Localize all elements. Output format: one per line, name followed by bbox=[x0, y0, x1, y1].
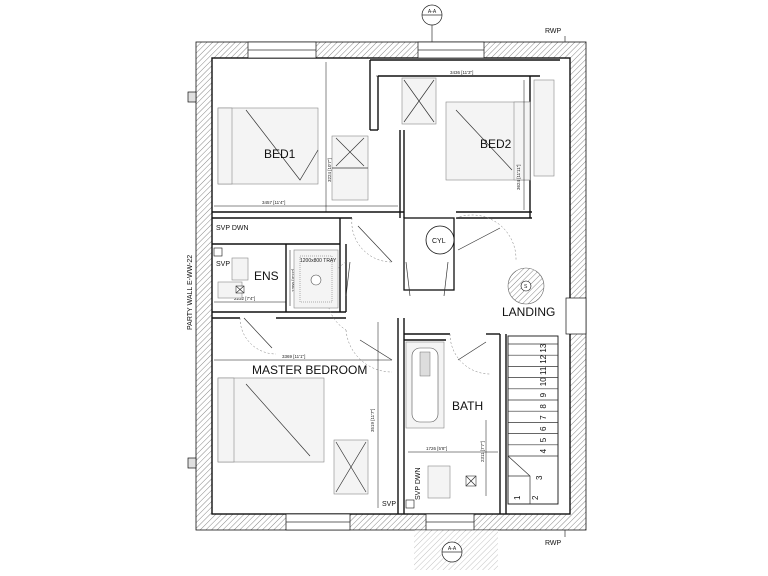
svg-text:A-A: A-A bbox=[428, 9, 437, 15]
room-label-bed2: BED2 bbox=[480, 137, 512, 151]
stair-number: 11 bbox=[539, 366, 548, 375]
party-wall-label: PARTY WALL E-WW-22 bbox=[187, 255, 194, 330]
staircase: 13 12 11 10 9 8 7 6 5 4 3 2 1 bbox=[507, 335, 559, 505]
cylinder bbox=[425, 225, 455, 255]
smoke-detector-icon bbox=[507, 267, 545, 305]
room-label-bed1: BED1 bbox=[264, 147, 296, 161]
stair-number: 13 bbox=[539, 343, 548, 352]
bed2-furniture bbox=[401, 77, 555, 181]
doors bbox=[239, 214, 517, 375]
svp-bottom-label: SVP bbox=[382, 501, 396, 508]
dim-bed2-width: 3436 [11'3"] bbox=[450, 70, 473, 75]
dim-master-height: 3519 [11'7"] bbox=[370, 409, 375, 432]
stair-number: 3 bbox=[535, 475, 544, 480]
svg-text:A-A: A-A bbox=[448, 546, 457, 552]
dim-bed1-height: 3224 [10'7"] bbox=[327, 158, 332, 182]
bath-fittings bbox=[405, 341, 477, 509]
dim-bed2-height: 3624 [11'11"] bbox=[516, 164, 521, 190]
svp-down-top-label: SVP DWN bbox=[216, 225, 249, 232]
dim-bath-height: 2311 [7'7"] bbox=[480, 441, 485, 462]
stair-number: 10 bbox=[539, 377, 548, 386]
stair-number: 2 bbox=[531, 495, 540, 500]
dimension-lines bbox=[214, 62, 530, 508]
rwp-top-label: RWP bbox=[545, 28, 562, 35]
master-bedroom-furniture bbox=[217, 377, 369, 495]
stair-number: 1 bbox=[513, 495, 522, 500]
room-label-cyl: CYL bbox=[432, 238, 446, 245]
dim-bed1-width: 3457 [11'4"] bbox=[262, 200, 285, 205]
dim-master-width: 3369 [11'1"] bbox=[282, 354, 305, 359]
room-label-master-bedroom: MASTER BEDROOM bbox=[252, 363, 367, 377]
shower-tray-label: 1200x800 TRAY bbox=[300, 258, 337, 264]
dim-ens-width: 2232 [7'4"] bbox=[234, 296, 255, 301]
dim-bath-width: 1726 [5'8"] bbox=[426, 446, 447, 451]
stair-number: 9 bbox=[539, 392, 548, 397]
svp-down-bath-label: SVP DWN bbox=[415, 467, 422, 500]
landing-marker: S bbox=[524, 284, 528, 290]
section-marker-top: A-A bbox=[421, 4, 443, 42]
bed1-furniture bbox=[217, 107, 369, 201]
dim-ens-height: 1200 [3'11"] bbox=[291, 269, 296, 292]
internal-walls bbox=[212, 59, 560, 514]
room-label-ens: ENS bbox=[254, 269, 279, 283]
ensuite-fittings bbox=[213, 247, 339, 309]
svp-top-label: SVP bbox=[216, 261, 230, 268]
stair-number: 5 bbox=[539, 437, 548, 442]
stair-number: 7 bbox=[539, 415, 548, 420]
stair-number: 8 bbox=[539, 404, 548, 409]
room-label-bath: BATH bbox=[452, 399, 483, 413]
section-marker-bottom: A-A bbox=[414, 530, 498, 570]
stair-number: 6 bbox=[539, 426, 548, 431]
stair-number: 4 bbox=[539, 448, 548, 453]
stair-number: 12 bbox=[539, 354, 548, 363]
rwp-bottom-label: RWP bbox=[545, 540, 562, 547]
room-label-landing: LANDING bbox=[502, 305, 555, 319]
